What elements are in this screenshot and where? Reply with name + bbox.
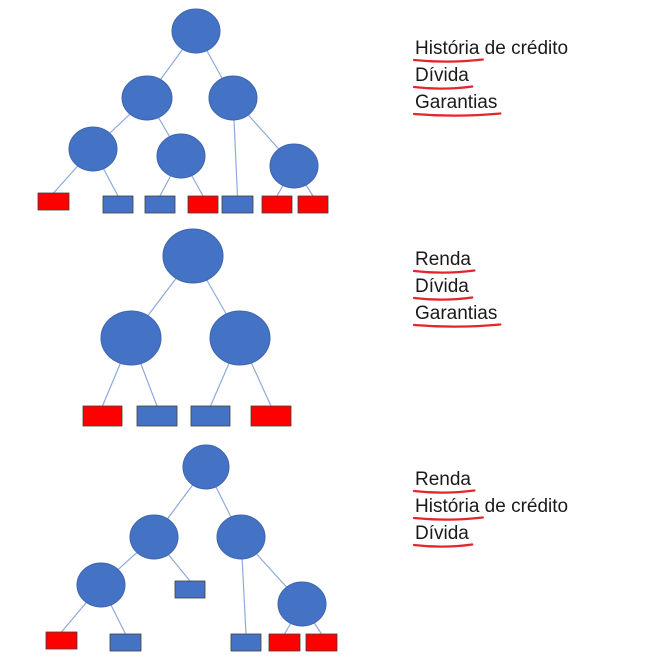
tree-1 (37, 8, 329, 214)
tree-2-feature-1: Renda (415, 249, 471, 270)
tree-3-decision-node (216, 514, 266, 560)
tree-2-feature-2-name: Dívida (415, 276, 469, 297)
tree-1-root-node (171, 8, 221, 54)
tree-3-leaf-blue (109, 633, 142, 652)
tree-2-leaf-blue (136, 405, 178, 427)
tree-1-decision-node (68, 126, 118, 172)
tree-3-leaf-blue (174, 580, 206, 599)
tree-3-feature-list: Renda História de crédito Dívida (415, 469, 568, 544)
tree-3-feature-3: Dívida (415, 523, 469, 544)
tree-1-leaf-red (297, 195, 329, 214)
tree-2-feature-3-name: Garantias (415, 303, 497, 324)
tree-1-feature-list: História de crédito Dívida Garantias (415, 38, 568, 113)
tree-1-feature-1-suffix: de crédito (479, 38, 568, 59)
tree-2 (82, 228, 292, 427)
tree-1-decision-node (121, 75, 173, 121)
tree-2-leaf-blue (190, 405, 231, 427)
tree-3-leaf-red (305, 633, 338, 652)
feature-underline-mark (412, 516, 484, 521)
feature-underline-mark (412, 58, 484, 63)
tree-2-feature-list: Renda Dívida Garantias (415, 249, 497, 324)
feature-underline-mark (412, 269, 476, 274)
tree-1-feature-2: Dívida (415, 65, 469, 86)
tree-2-root-node (162, 228, 224, 284)
tree-2-decision-node (209, 310, 271, 366)
tree-1-leaf-red (261, 195, 293, 214)
feature-underline-mark (412, 112, 502, 117)
tree-1-leaf-red (187, 195, 219, 214)
tree-3-feature-1: Renda (415, 469, 471, 490)
tree-2-decision-node (100, 310, 162, 366)
tree-3-root-node (182, 444, 230, 490)
tree-1-feature-1-name: História (415, 38, 480, 59)
tree-3-leaf-red (268, 633, 301, 652)
tree-1-decision-node (269, 143, 319, 189)
tree-2-feature-1-name: Renda (415, 249, 471, 270)
tree-1-leaf-blue (144, 195, 176, 214)
feature-underline-mark (412, 323, 502, 328)
tree-2-leaf-red (82, 405, 123, 427)
tree-3-leaf-red (45, 631, 78, 650)
tree-1-leaf-blue (221, 195, 254, 214)
tree-3-decision-node (277, 581, 327, 627)
tree-3-decision-node (129, 514, 179, 560)
tree-1-feature-3: Garantias (415, 92, 497, 113)
feature-underline-mark (412, 489, 476, 494)
tree-3-feature-2-suffix: de crédito (479, 496, 568, 517)
tree-2-leaf-red (250, 405, 292, 427)
feature-underline-mark (412, 296, 474, 301)
tree-1-leaf-blue (102, 195, 134, 214)
tree-2-feature-2: Dívida (415, 276, 469, 297)
tree-1-feature-3-name: Garantias (415, 92, 497, 113)
tree-1-decision-node (156, 133, 206, 179)
tree-3-feature-3-name: Dívida (415, 523, 469, 544)
tree-3-feature-2-name: História (415, 496, 480, 517)
tree-3-leaf-blue (230, 633, 262, 652)
tree-2-feature-3: Garantias (415, 303, 497, 324)
tree-3-feature-1-name: Renda (415, 469, 471, 490)
tree-1-leaf-red (37, 192, 70, 211)
tree-1-feature-2-name: Dívida (415, 65, 469, 86)
tree-3-decision-node (76, 562, 126, 608)
tree-3-feature-2: História de crédito (415, 496, 568, 517)
tree-1-feature-1: História de crédito (415, 38, 568, 59)
feature-underline-mark (412, 543, 474, 548)
feature-underline-mark (412, 85, 474, 90)
tree-1-decision-node (208, 75, 258, 121)
tree-3 (45, 444, 338, 652)
